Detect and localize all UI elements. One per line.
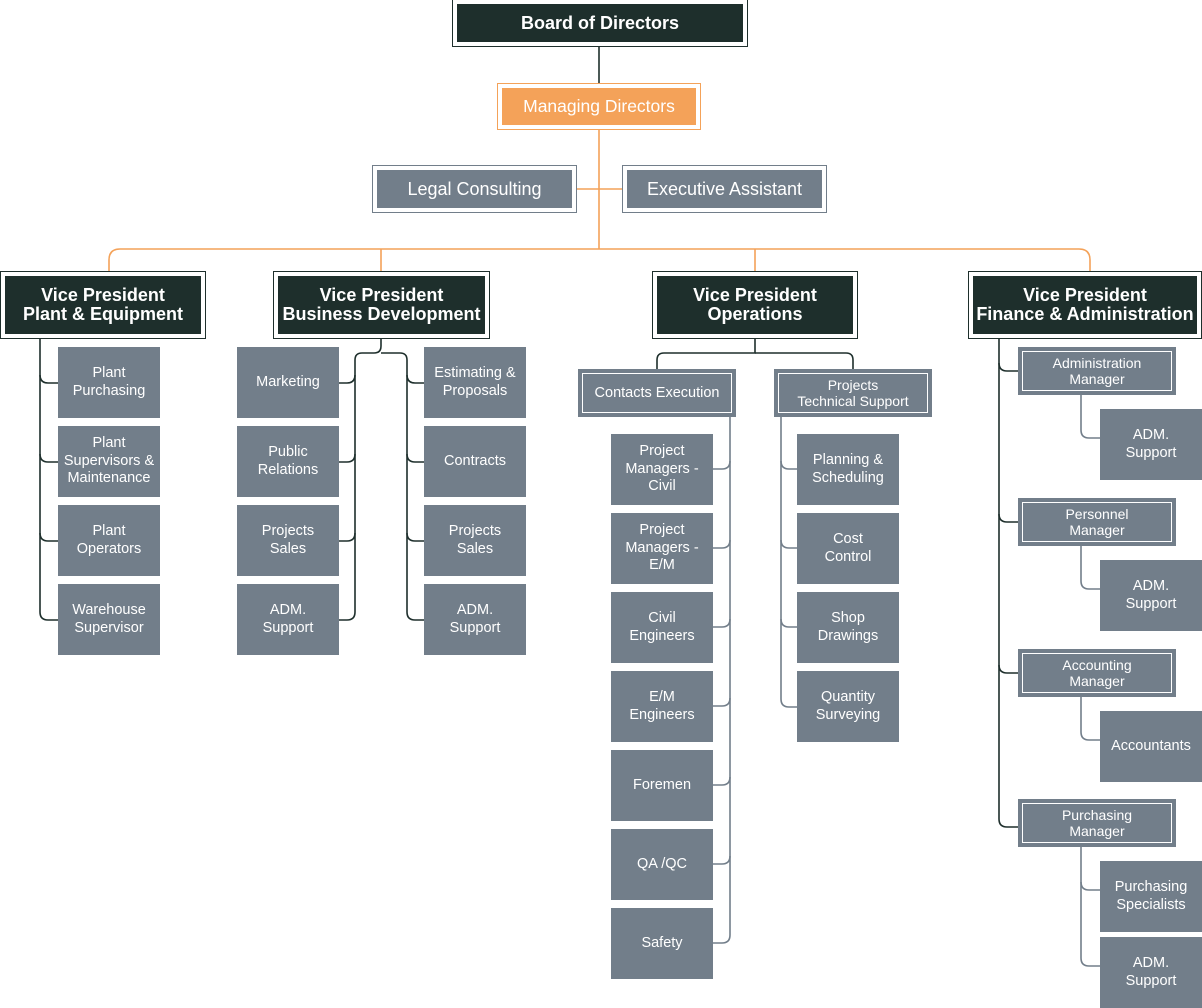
plant-trunk-connector [39,339,58,621]
purchasing-adm-support-box: ADM. Support [1100,937,1202,1008]
administration-manager-box: Administration Manager [1018,347,1176,395]
legal-consulting-box: Legal Consulting [372,165,577,213]
personnel-manager-label: Personnel Manager [1022,502,1172,542]
contacts-branch [713,460,731,470]
plant-branch-connector [39,532,58,542]
civil-engineers-box: Civil Engineers [611,592,713,663]
contacts-execution-box: Contacts Execution [578,369,736,417]
cost-control-box: Cost Control [797,513,899,584]
bizdev-right-trunk [381,352,424,621]
public-relations-box: Public Relations [237,426,339,497]
vp-finance-administration-box: Vice President Finance & Administration [968,271,1202,339]
contacts-trunk [713,417,731,944]
managing-directors-box: Managing Directors [497,83,701,130]
bizdev-left-trunk [339,339,382,621]
finance-trunk [998,339,1018,828]
tech-trunk [780,417,797,708]
vp-business-development-box: Vice President Business Development [273,271,490,339]
projects-sales-box: Projects Sales [424,505,526,576]
contacts-branch [713,697,731,707]
marketing-box: Marketing [237,347,339,418]
accounting-sub-connector [1080,697,1100,741]
personnel-manager-box: Personnel Manager [1018,498,1176,546]
plant-branch-connector [39,374,58,384]
projects-technical-support-label: Projects Technical Support [778,373,928,413]
personnel-sub-connector [1080,546,1100,590]
foremen-box: Foremen [611,750,713,821]
ops-right-split [755,352,854,369]
personnel-adm-support-box: ADM. Support [1100,560,1202,631]
plant-branch-connector [39,453,58,463]
tech-branch [780,460,797,470]
contacts-branch [713,776,731,786]
finance-branch [998,362,1018,372]
vp-plant-equipment-box: Vice President Plant & Equipment [0,271,206,339]
plant-supervisors-box: Plant Supervisors & Maintenance [58,426,160,497]
accountants-box: Accountants [1100,711,1202,782]
finance-branch [998,513,1018,523]
tech-branch [780,539,797,549]
qa-qc-box: QA /QC [611,829,713,900]
bizdev-left-branch [339,532,356,542]
purchasing-manager-box: Purchasing Manager [1018,799,1176,847]
bizdev-right-branch [406,374,424,384]
adm-support-box: ADM. Support [424,584,526,655]
bizdev-left-branch [339,453,356,463]
projects-sales-box: Projects Sales [237,505,339,576]
executive-assistant-box: Executive Assistant [622,165,827,213]
accounting-manager-label: Accounting Manager [1022,653,1172,693]
projects-technical-support-box: Projects Technical Support [774,369,932,417]
purchasing-sub-trunk [1080,847,1100,967]
bizdev-right-branch [406,532,424,542]
purchasing-specialists-box: Purchasing Specialists [1100,861,1202,932]
administration-manager-label: Administration Manager [1022,351,1172,391]
project-managers-civil-box: Project Managers - Civil [611,434,713,505]
bizdev-left-branch [339,374,356,384]
board-of-directors-box: Board of Directors [452,0,748,47]
contacts-branch [713,855,731,865]
plant-operators-box: Plant Operators [58,505,160,576]
vp-bar-connector [108,248,1091,271]
quantity-surveying-box: Quantity Surveying [797,671,899,742]
safety-box: Safety [611,908,713,979]
contracts-box: Contracts [424,426,526,497]
em-engineers-box: E/M Engineers [611,671,713,742]
contacts-branch [713,618,731,628]
plant-purchasing-box: Plant Purchasing [58,347,160,418]
tech-branch [780,618,797,628]
contacts-branch [713,539,731,549]
purchasing-manager-label: Purchasing Manager [1022,803,1172,843]
admin-adm-support-box: ADM. Support [1100,409,1202,480]
project-managers-em-box: Project Managers - E/M [611,513,713,584]
shop-drawings-box: Shop Drawings [797,592,899,663]
estimating-proposals-box: Estimating & Proposals [424,347,526,418]
purchasing-sub-branch [1080,881,1100,891]
finance-branch [998,664,1018,674]
ops-left-split [656,339,756,369]
vp-operations-box: Vice President Operations [652,271,858,339]
planning-scheduling-box: Planning & Scheduling [797,434,899,505]
accounting-manager-box: Accounting Manager [1018,649,1176,697]
warehouse-supervisor-box: Warehouse Supervisor [58,584,160,655]
bizdev-right-branch [406,453,424,463]
contacts-execution-label: Contacts Execution [582,373,732,413]
adm-support-box: ADM. Support [237,584,339,655]
admin-sub-connector [1080,395,1100,439]
